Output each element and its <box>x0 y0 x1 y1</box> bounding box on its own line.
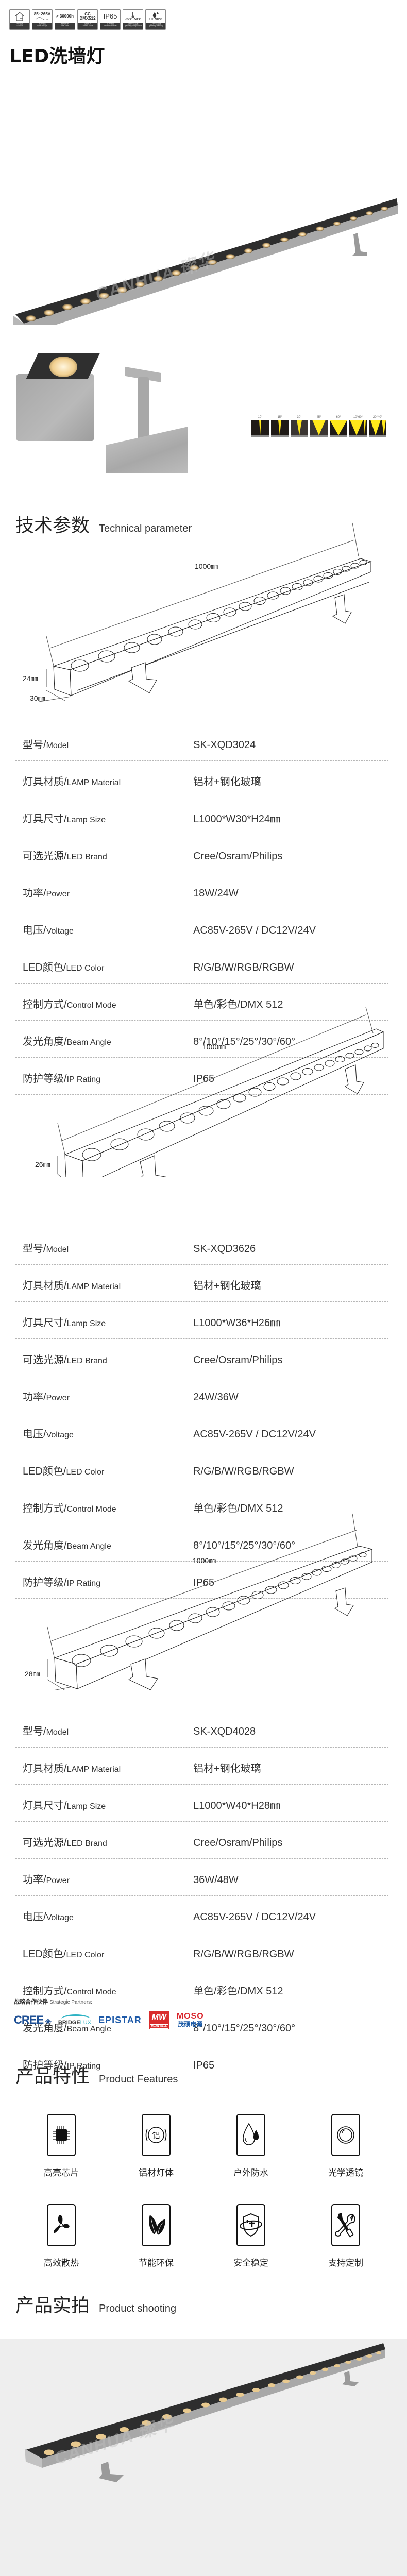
detail-bracket-image <box>106 366 188 473</box>
beam-angle-item: 30° <box>291 415 308 437</box>
svg-text:铝: 铝 <box>152 2131 160 2140</box>
dimension-width: 30㎜ <box>30 694 45 702</box>
dimension-height: 28㎜ <box>25 1670 40 1678</box>
feature-item: 安全稳定 <box>204 2204 298 2294</box>
beam-angle-item: 45° <box>310 415 328 437</box>
optical-lens-icon <box>337 2126 354 2144</box>
bridgelux-logo: BRIDGELUX <box>58 2014 91 2026</box>
beam-angle-item: 10° <box>251 415 269 437</box>
water-drops-icon <box>152 11 159 18</box>
chip-icon <box>53 2126 70 2144</box>
section-heading-features: 产品特性 Product Features <box>15 2066 178 2087</box>
fan-icon <box>54 2215 70 2233</box>
beam-angle-item: 20°40° <box>369 415 386 437</box>
detail-end-cap-image <box>15 353 100 467</box>
sine-wave-icon <box>36 16 49 20</box>
beam-angle-item: 60° <box>330 415 347 437</box>
product-photo-1: CANHUA 璨华 <box>0 2339 407 2576</box>
feature-item: 光学透镜 <box>298 2114 393 2204</box>
aluminum-badge-icon: 铝 <box>145 2127 167 2143</box>
hero-product-image: CANHUA 璨华 <box>0 185 407 355</box>
tools-icon <box>335 2213 355 2238</box>
dimension-height: 24㎜ <box>23 674 38 683</box>
leaf-icon <box>149 2215 165 2235</box>
beam-angle-item: 10°60° <box>349 415 367 437</box>
strategic-partners: 战略合作伙伴 Strategic Partners: CREE ◈ BRIDGE… <box>14 1997 204 2029</box>
dimension-height: 26㎜ <box>35 1160 50 1168</box>
cree-logo: CREE ◈ <box>14 2013 52 2026</box>
beam-angle-item: 15° <box>271 415 289 437</box>
shield-icon <box>240 2213 262 2238</box>
technical-drawing-3: 1000㎜ 28㎜ 40㎜ <box>0 1499 407 1690</box>
feature-grid: 高亮芯片 铝 铝材灯体 户外防水 光学透镜 高效散热 节能环保 安全稳定 支持定 <box>0 2114 407 2294</box>
led-glow-icon <box>49 357 77 377</box>
feature-item: 支持定制 <box>298 2204 393 2294</box>
dimension-length: 1000㎜ <box>202 1043 226 1051</box>
beam-angle-panel: 10° 15° 30° 45° 60° 10°60° 20°40° <box>251 415 386 437</box>
feature-item: 铝 铝材灯体 <box>109 2114 204 2204</box>
thermometer-icon <box>131 11 134 18</box>
section-heading-shooting: 产品实拍 Product shooting <box>15 2295 177 2316</box>
page-title: LED洗墙灯 <box>9 46 105 67</box>
epistar-logo: EPISTAR <box>98 2014 142 2025</box>
dimension-length: 1000㎜ <box>195 562 218 570</box>
technical-drawing-1: 1000㎜ 24㎜ 30㎜ <box>0 515 407 711</box>
technical-drawing-2: 1000㎜ 26㎜ 36㎜ <box>0 1007 407 1177</box>
water-drop-icon <box>243 2123 259 2145</box>
feature-item: 高亮芯片 <box>14 2114 109 2204</box>
house-outdoor-icon <box>10 10 29 23</box>
dimension-length: 1000㎜ <box>193 1556 216 1565</box>
feature-item: 节能环保 <box>109 2204 204 2294</box>
section-heading-tech: 技术参数 Technical parameter <box>15 515 192 536</box>
feature-item: 高效散热 <box>14 2204 109 2294</box>
feature-item: 户外防水 <box>204 2114 298 2204</box>
